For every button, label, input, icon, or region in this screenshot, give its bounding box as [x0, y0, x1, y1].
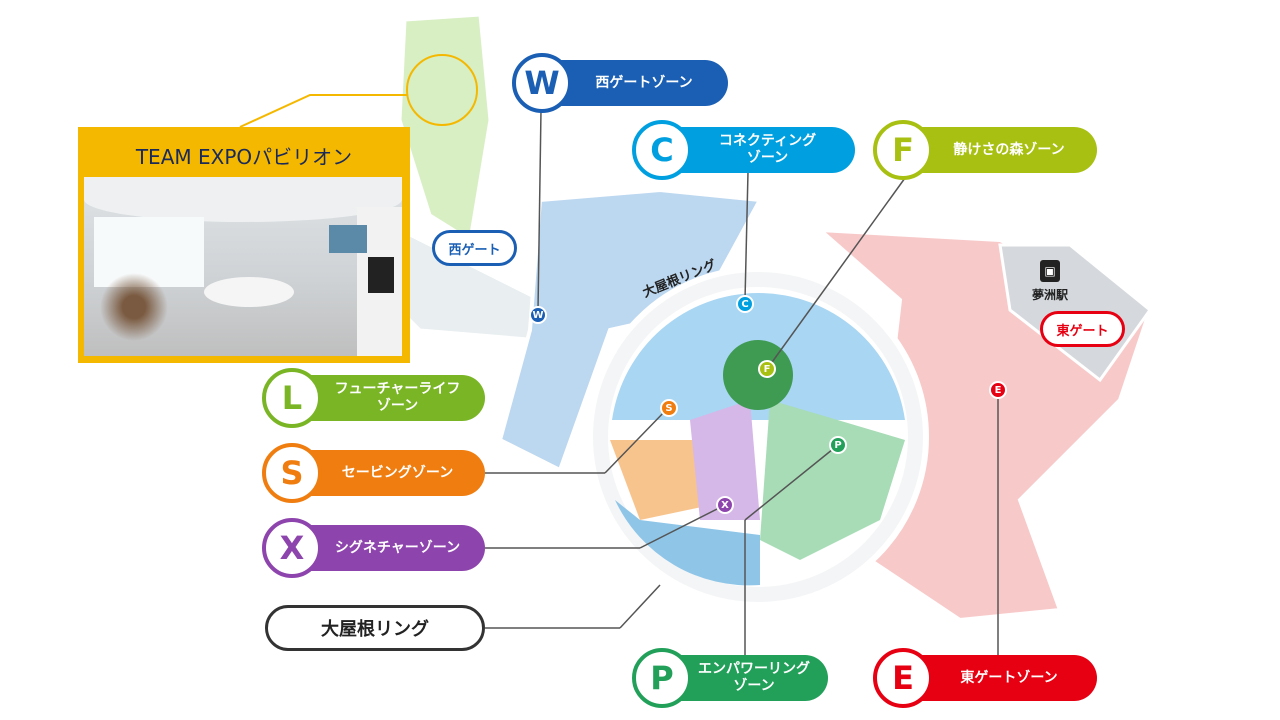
zone-badge: C — [632, 120, 692, 180]
zone-p[interactable]: P エンパワーリング ゾーン — [632, 648, 828, 708]
marker-s[interactable]: S — [660, 399, 678, 417]
marker-x[interactable]: X — [716, 496, 734, 514]
zone-label: 静けさの森ゾーン — [903, 127, 1097, 173]
yumeshima-station: ▣ 夢洲駅 — [1032, 260, 1068, 303]
zone-l[interactable]: L フューチャーライフ ゾーン — [262, 368, 485, 428]
zone-badge: S — [262, 443, 322, 503]
connecting-zone-outer — [497, 187, 764, 473]
zone-label: シグネチャーゾーン — [292, 525, 485, 571]
zone-s[interactable]: S セービングゾーン — [262, 443, 485, 503]
zone-label: 東ゲートゾーン — [903, 655, 1097, 701]
pavilion-title: TEAM EXPOパビリオン — [135, 144, 353, 169]
zone-w[interactable]: W 西ゲートゾーン — [512, 53, 728, 113]
zone-badge: W — [512, 53, 572, 113]
zone-c[interactable]: C コネクティング ゾーン — [632, 120, 855, 180]
marker-w[interactable]: W — [529, 306, 547, 324]
marker-c[interactable]: C — [736, 295, 754, 313]
zone-label: コネクティング ゾーン — [662, 127, 855, 173]
zone-badge: L — [262, 368, 322, 428]
pavilion-photo — [84, 177, 402, 356]
west-gate-callout[interactable]: 西ゲート — [432, 230, 517, 266]
zone-badge: X — [262, 518, 322, 578]
zone-badge: P — [632, 648, 692, 708]
zone-label: セービングゾーン — [292, 450, 485, 496]
water-area — [615, 500, 760, 586]
zone-badge: F — [873, 120, 933, 180]
marker-p[interactable]: P — [829, 436, 847, 454]
zone-x[interactable]: X シグネチャーゾーン — [262, 518, 485, 578]
zone-e[interactable]: E 東ゲートゾーン — [873, 648, 1097, 708]
forest-area — [723, 340, 793, 410]
empowering-zone-area — [760, 400, 905, 560]
station-label: 夢洲駅 — [1032, 288, 1069, 302]
east-gate-callout[interactable]: 東ゲート — [1040, 311, 1125, 347]
grand-ring-label[interactable]: 大屋根リング — [265, 605, 485, 651]
zone-label: 西ゲートゾーン — [542, 60, 728, 106]
west-green-area — [398, 13, 492, 243]
pavilion-highlight-circle — [406, 54, 478, 126]
team-expo-pavilion-card[interactable]: TEAM EXPOパビリオン — [78, 127, 410, 363]
zone-f[interactable]: F 静けさの森ゾーン — [873, 120, 1097, 180]
zone-badge: E — [873, 648, 933, 708]
marker-e[interactable]: E — [989, 381, 1007, 399]
marker-f[interactable]: F — [758, 360, 776, 378]
zone-label: フューチャーライフ ゾーン — [292, 375, 485, 421]
train-icon: ▣ — [1040, 260, 1060, 282]
signature-zone-area — [690, 400, 760, 520]
